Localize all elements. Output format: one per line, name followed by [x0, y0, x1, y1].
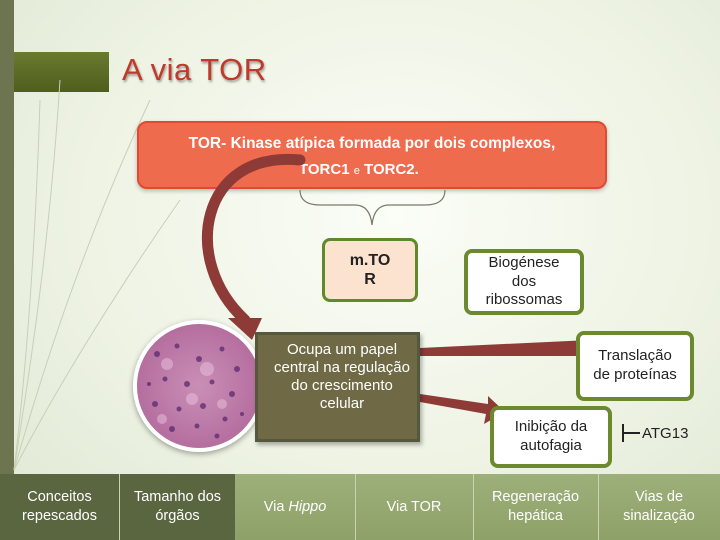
- nav-divider: [473, 474, 474, 540]
- mtor-label: m.TO R: [349, 251, 391, 288]
- nav-conceitos-repescados[interactable]: Conceitos repescados: [0, 474, 119, 540]
- curved-arrow-icon: [201, 153, 306, 340]
- histology-image: [133, 320, 265, 452]
- nav-divider: [119, 474, 120, 540]
- right-arrows-icon: [420, 332, 610, 424]
- brace-icon: [299, 189, 446, 226]
- atg13-label: ATG13: [642, 425, 689, 442]
- nav-label: Vias de sinalização: [623, 489, 695, 524]
- left-strip: [0, 0, 14, 540]
- tissue-cells-icon: [147, 343, 244, 439]
- autophagy-inhibition-label: Inibição da autofagia: [514, 418, 588, 454]
- nav-label-emphasis: Hippo: [288, 498, 327, 515]
- central-role-box: [255, 332, 420, 442]
- nav-label: Via TOR: [386, 498, 442, 515]
- nav-divider: [598, 474, 599, 540]
- page-title: A via TOR: [122, 52, 267, 87]
- conjunction-label: e: [353, 165, 360, 177]
- definition-line2: TORC1 e TORC2.: [299, 161, 419, 178]
- nav-divider: [355, 474, 356, 540]
- definition-line1: TOR- Kinase atípica formada por dois com…: [188, 135, 556, 152]
- nav-label: Tamanho dos órgãos: [133, 489, 222, 524]
- protein-translation-label: Translação de proteínas: [593, 347, 677, 383]
- nav-label: Regeneração hepática: [491, 489, 580, 524]
- nav-via-tor[interactable]: Via TOR: [355, 474, 473, 540]
- ribosome-biogenesis-label: Biogénese dos ribossomas: [485, 253, 563, 309]
- title-band: [14, 52, 109, 92]
- nav-via-hippo[interactable]: Via Hippo: [235, 474, 355, 540]
- inhibition-arrow-icon: [622, 424, 640, 442]
- nav-vias-de-sinalizacao[interactable]: Vias de sinalização: [598, 474, 720, 540]
- definition-box: TOR- Kinase atípica formada por dois com…: [137, 121, 607, 189]
- nav-label-prefix: Via: [263, 498, 289, 515]
- autophagy-inhibition-box: Inibição da autofagia: [490, 406, 612, 468]
- ribosome-biogenesis-box: Biogénese dos ribossomas: [464, 249, 584, 315]
- mtor-box: m.TO R: [322, 238, 418, 302]
- nav-tamanho-dos-orgaos[interactable]: Tamanho dos órgãos: [120, 474, 235, 540]
- central-role-text: Ocupa um papel central na regulação do c…: [274, 341, 410, 412]
- torc2-label: TORC2.: [364, 161, 419, 178]
- nav-label: Via Hippo: [264, 498, 327, 517]
- nav-regeneracao-hepatica[interactable]: Regeneração hepática: [473, 474, 598, 540]
- torc1-label: TORC1: [299, 161, 350, 178]
- protein-translation-box: Translação de proteínas: [576, 331, 694, 401]
- nav-label: Conceitos repescados: [22, 489, 97, 524]
